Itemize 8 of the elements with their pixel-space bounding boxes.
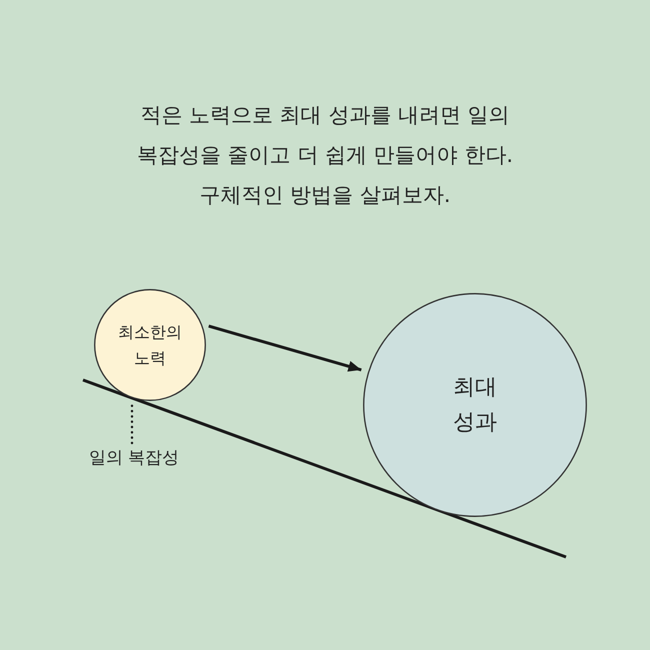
node-label: 최대 성과 (453, 374, 497, 437)
callout-label: 일의 복잡성 (88, 447, 180, 469)
circle-node (94, 289, 206, 401)
arrow (208, 324, 362, 372)
circle-node (363, 293, 587, 517)
heading: 적은 노력으로 최대 성과를 내려면 일의 복잡성을 줄이고 더 쉽게 만들어야 한다. 구체적인 방법을 살펴보자. (136, 102, 514, 209)
slope-line (82, 378, 567, 558)
node-label: 최소한의 노력 (118, 321, 182, 369)
